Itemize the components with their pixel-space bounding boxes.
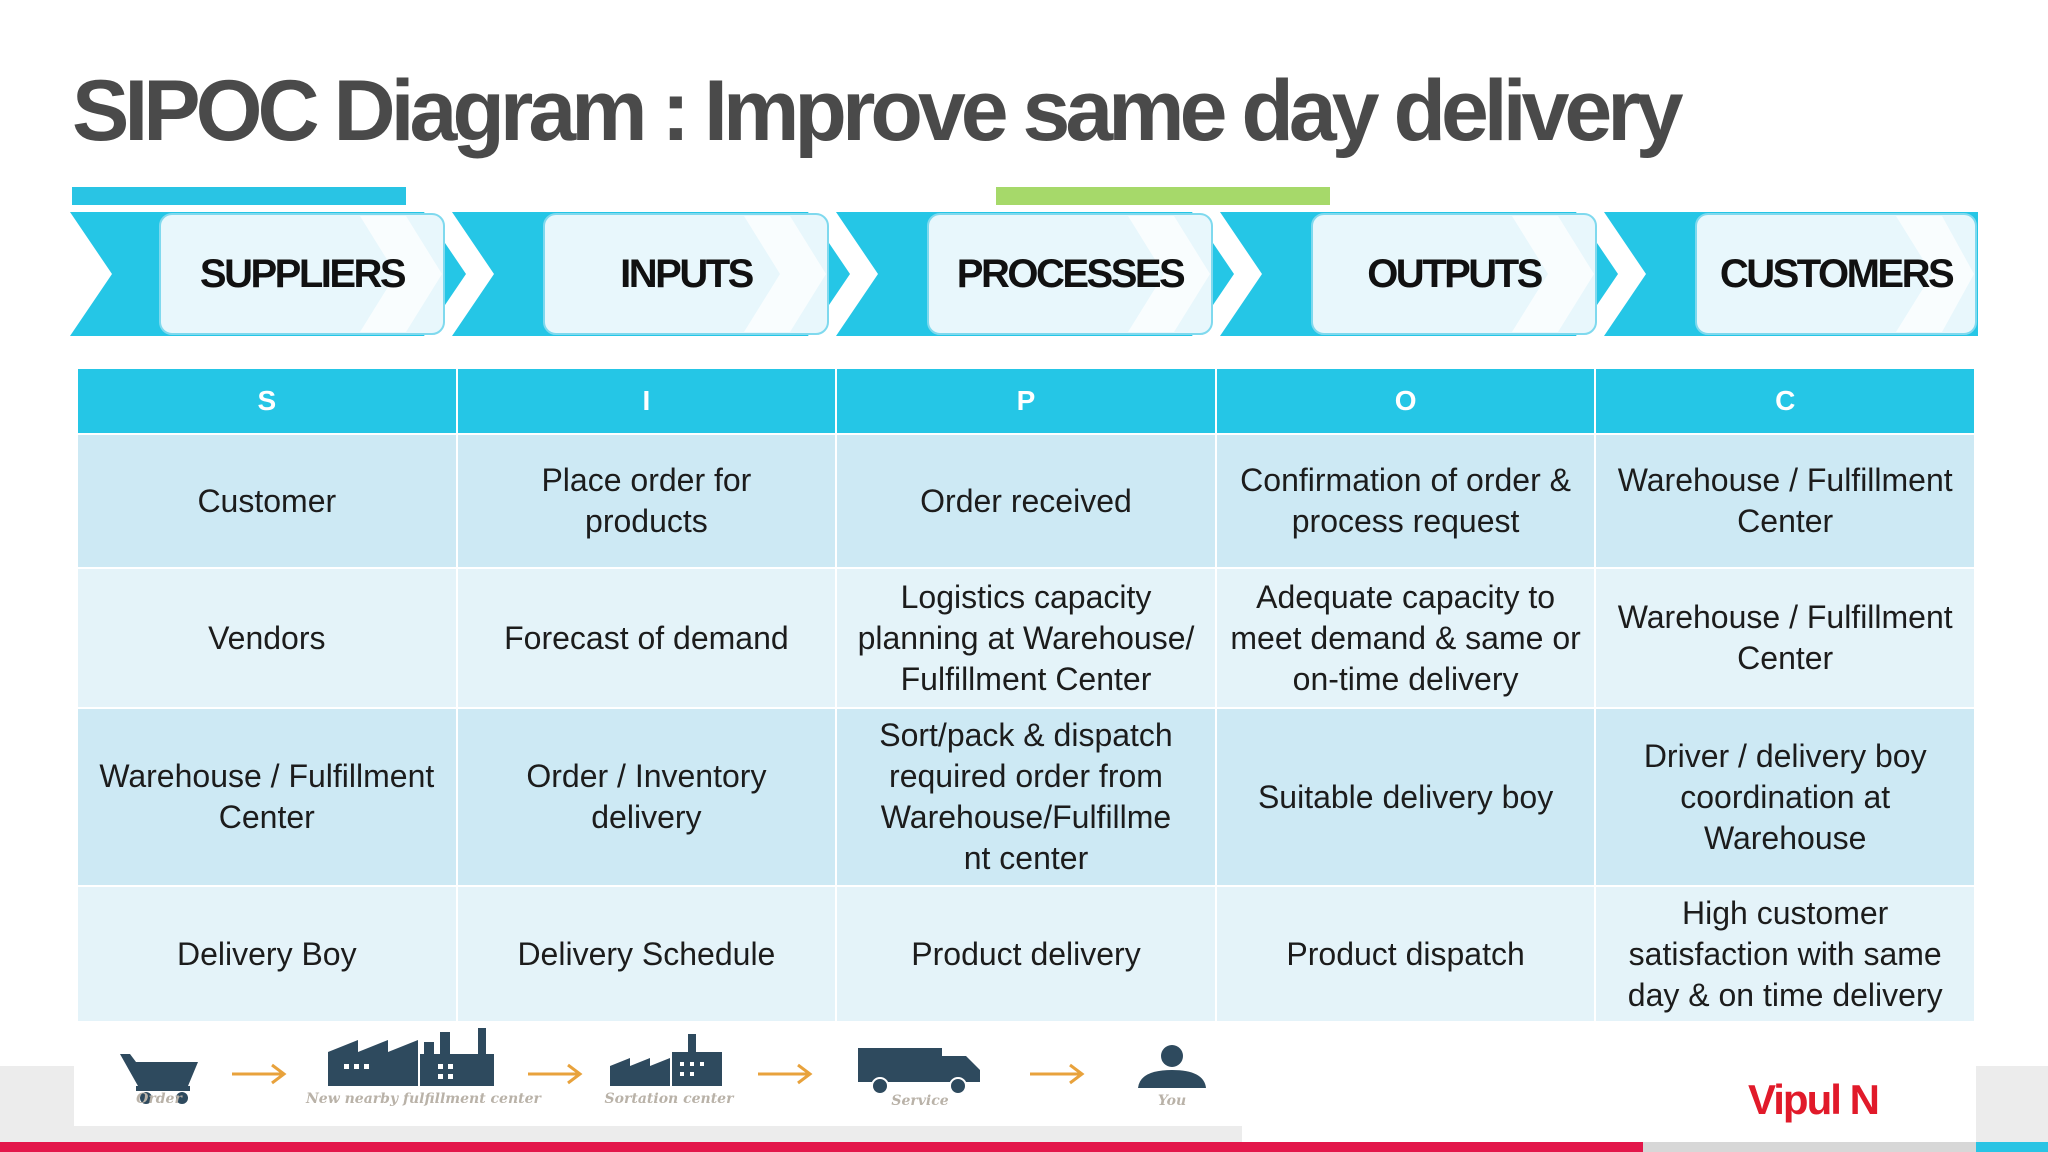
- table-cell: Warehouse / Fulfillment Center: [1594, 567, 1976, 709]
- decorative-bar-blue: [72, 187, 406, 205]
- table-cell: Delivery Boy: [76, 885, 458, 1023]
- table-row: Vendors Forecast of demand Logistics cap…: [76, 567, 1976, 709]
- column-header-c: C: [1594, 367, 1976, 435]
- table-cell: Order / Inventory delivery: [455, 707, 838, 887]
- table-header-row: S I P O C: [76, 367, 1976, 435]
- footer-accent-grey: [1643, 1142, 1976, 1152]
- footer-accent-red: [0, 1142, 1643, 1152]
- sipoc-stage-band: [70, 212, 1978, 336]
- flow-caption: Order: [136, 1091, 182, 1107]
- table-cell: Confirmation of order & process request: [1214, 433, 1597, 569]
- table-row: Delivery Boy Delivery Schedule Product d…: [76, 885, 1976, 1023]
- table-cell: Suitable delivery boy: [1214, 707, 1597, 887]
- table-cell: Adequate capacity to meet demand & same …: [1214, 567, 1597, 709]
- stage-label-outputs: OUTPUTS: [1367, 251, 1543, 296]
- table-cell: High customer satisfaction with same day…: [1594, 885, 1976, 1023]
- column-header-p: P: [835, 367, 1217, 435]
- footer-panel: [1242, 1066, 1976, 1142]
- stage-label-customers: CUSTOMERS: [1719, 251, 1955, 296]
- table-cell: Product dispatch: [1214, 885, 1597, 1023]
- stage-chevrons: [70, 212, 1978, 336]
- arrow-right-icon: [1030, 1063, 1085, 1085]
- factory-icon: [328, 1028, 494, 1086]
- shopping-cart-icon: [120, 1054, 198, 1104]
- table-row: Customer Place order for products Order …: [76, 433, 1976, 569]
- table-cell: Forecast of demand: [455, 567, 838, 709]
- footer-accent-cyan: [1976, 1142, 2048, 1152]
- decorative-bar-green: [996, 187, 1330, 205]
- column-header-i: I: [455, 367, 838, 435]
- table-row: Warehouse / Fulfillment Center Order / I…: [76, 707, 1976, 887]
- person-icon: [1138, 1045, 1206, 1088]
- page-title: SIPOC Diagram : Improve same day deliver…: [72, 63, 1684, 159]
- table-cell: Driver / delivery boy coordination at Wa…: [1594, 707, 1976, 887]
- table-cell: Logistics capacity planning at Warehouse…: [835, 567, 1217, 709]
- table-cell: Sort/pack & dispatch required order from…: [835, 707, 1217, 887]
- factory-icon: [610, 1034, 722, 1086]
- stage-label-suppliers: SUPPLIERS: [199, 251, 407, 296]
- stage-label-processes: PROCESSES: [956, 251, 1186, 296]
- table-cell: Place order for products: [455, 433, 838, 569]
- stage-label-inputs: INPUTS: [620, 251, 754, 296]
- table-cell: Delivery Schedule: [455, 885, 838, 1023]
- table-cell: Product delivery: [835, 885, 1217, 1023]
- table-cell: Warehouse / Fulfillment Center: [76, 707, 458, 887]
- arrow-right-icon: [758, 1063, 813, 1085]
- delivery-flow-strip: Order New nearby fulfillment center Sort…: [74, 1022, 1242, 1126]
- flow-caption: New nearby fulfillment center: [306, 1091, 541, 1107]
- flow-caption: Sortation center: [604, 1091, 734, 1107]
- table-cell: Vendors: [76, 567, 458, 709]
- sipoc-table: S I P O C Customer Place order for produ…: [76, 367, 1976, 1023]
- author-name: Vipul N: [1748, 1076, 1880, 1123]
- table-cell: Warehouse / Fulfillment Center: [1594, 433, 1976, 569]
- table-cell: Customer: [76, 433, 458, 569]
- arrow-right-icon: [528, 1063, 583, 1085]
- flow-caption: Service: [891, 1093, 949, 1109]
- table-cell: Order received: [835, 433, 1217, 569]
- column-header-s: S: [76, 367, 458, 435]
- arrow-right-icon: [232, 1063, 287, 1085]
- column-header-o: O: [1214, 367, 1597, 435]
- flow-caption: You: [1157, 1093, 1187, 1109]
- truck-icon: [858, 1048, 980, 1094]
